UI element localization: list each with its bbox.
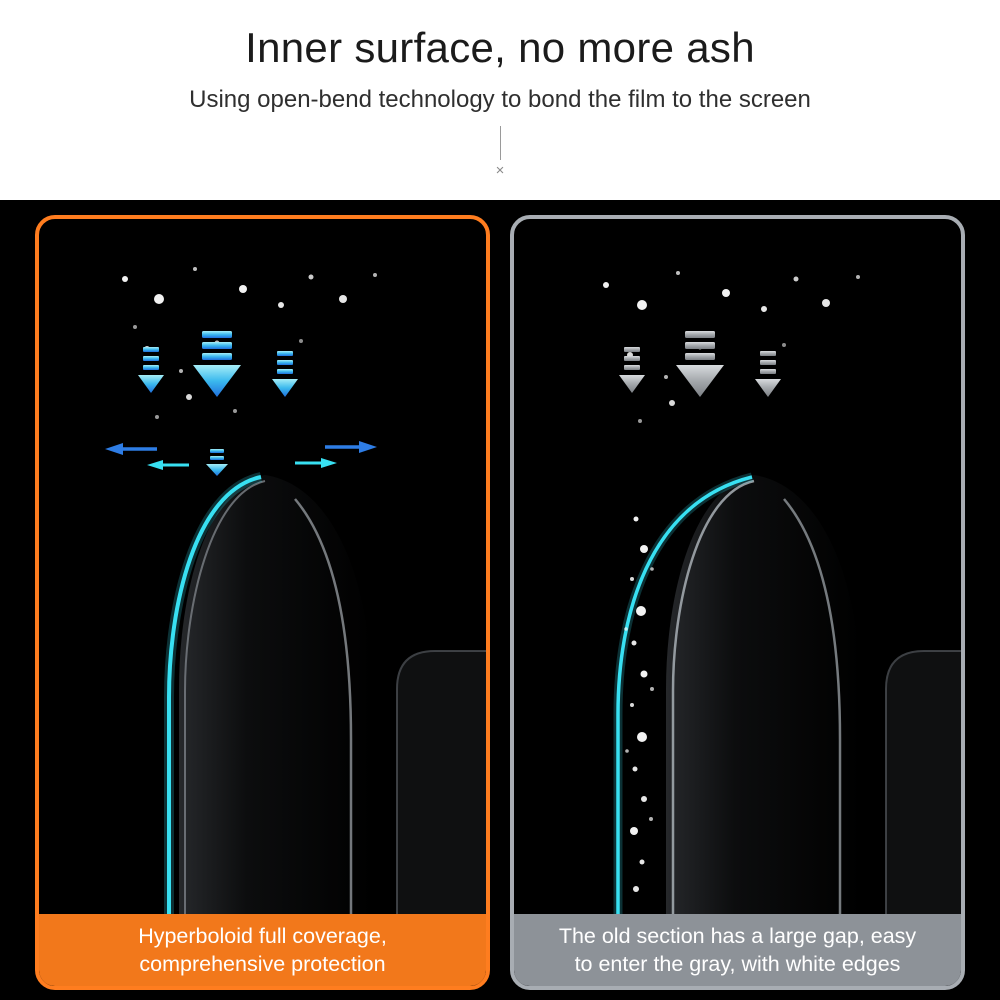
old-film-illustration: [603, 271, 961, 914]
new-film-illustration: [105, 267, 486, 914]
phone-corner-illustration: [179, 475, 486, 914]
page-subtitle: Using open-bend technology to bond the f…: [189, 86, 811, 113]
caption-new-film: Hyperboloid full coverage, comprehensive…: [39, 914, 486, 986]
comparison-section: Hyperboloid full coverage, comprehensive…: [0, 200, 1000, 1000]
screen-edge-line: [184, 480, 266, 914]
down-arrows-icon: [138, 331, 298, 397]
caption-line-1: Hyperboloid full coverage,: [138, 923, 387, 948]
film-edge-line-icon: [613, 472, 754, 914]
inner-edge-line: [294, 498, 353, 914]
ash-particles-icon: [122, 267, 377, 419]
divider-tick-line: [499, 126, 501, 160]
film-edge-line-icon: [164, 472, 263, 914]
caption-line-1: The old section has a large gap, easy: [558, 923, 917, 948]
panel-new-film: Hyperboloid full coverage, comprehensive…: [35, 215, 490, 990]
page-title: Inner surface, no more ash: [245, 24, 755, 71]
mini-down-arrow-icon: [206, 449, 228, 476]
caption-line-2: comprehensive protection: [139, 952, 386, 976]
side-slab: [886, 651, 961, 914]
cross-mark: ×: [495, 162, 505, 179]
caption-old-film: The old section has a large gap, easy to…: [514, 914, 961, 986]
phone-corner-illustration: [666, 475, 961, 914]
ash-particles-icon: [603, 271, 860, 423]
screen-edge-line: [671, 479, 755, 914]
inner-edge-line: [783, 498, 842, 914]
caption-line-2: to enter the gray, with white edges: [574, 952, 901, 976]
down-arrows-icon: [619, 331, 781, 397]
side-slab: [397, 651, 486, 914]
gap-dust-particles-icon: [624, 516, 654, 892]
header: Inner surface, no more ash Using open-be…: [0, 0, 1000, 200]
spread-arrows-icon: [105, 441, 377, 476]
panel-old-film: The old section has a large gap, easy to…: [510, 215, 965, 990]
